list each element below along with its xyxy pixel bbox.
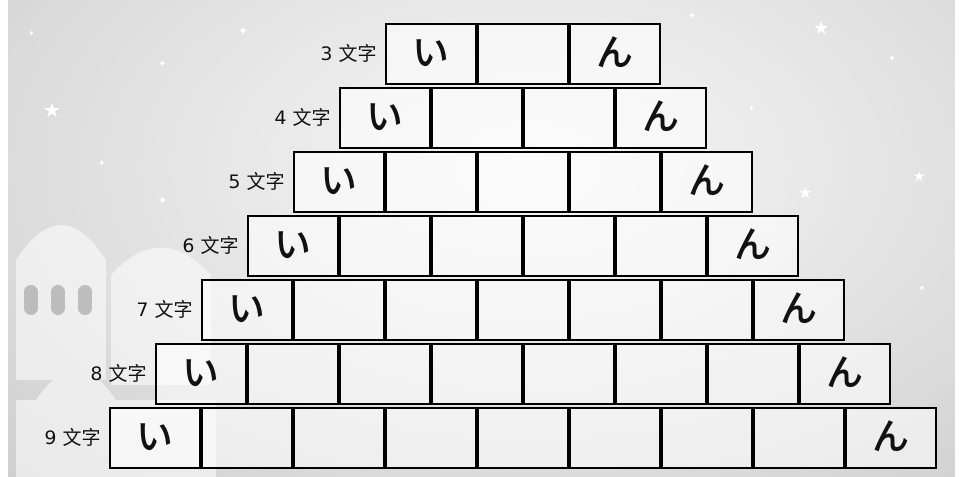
given-letter-cell: い: [201, 279, 293, 341]
star-icon: ✦: [158, 60, 166, 70]
given-letter-cell: ん: [753, 279, 845, 341]
given-letter-cell: ん: [615, 87, 707, 149]
blank-answer-cell[interactable]: [385, 407, 477, 469]
given-letter-cell: ん: [661, 151, 753, 213]
blank-answer-cell[interactable]: [385, 279, 477, 341]
blank-answer-cell[interactable]: [477, 279, 569, 341]
star-icon: ✦: [238, 25, 248, 37]
row-label: 8 文字: [37, 343, 147, 405]
blank-answer-cell[interactable]: [201, 407, 293, 469]
blank-answer-cell[interactable]: [523, 87, 615, 149]
blank-answer-cell[interactable]: [339, 215, 431, 277]
star-icon: ✦: [748, 105, 755, 113]
given-letter-cell: い: [385, 23, 477, 85]
crescent-moon-icon: [778, 62, 898, 172]
star-icon: ✦: [688, 12, 696, 22]
row-label: 9 文字: [0, 407, 101, 469]
star-icon: ✦: [918, 285, 926, 294]
given-letter-cell: い: [247, 215, 339, 277]
given-letter-cell: い: [109, 407, 201, 469]
blank-answer-cell[interactable]: [569, 151, 661, 213]
blank-answer-cell[interactable]: [431, 87, 523, 149]
star-icon: ★: [813, 20, 829, 38]
blank-answer-cell[interactable]: [477, 407, 569, 469]
blank-answer-cell[interactable]: [339, 343, 431, 405]
row-label: 7 文字: [83, 279, 193, 341]
blank-answer-cell[interactable]: [247, 343, 339, 405]
given-letter-cell: い: [339, 87, 431, 149]
star-icon: ★: [43, 100, 61, 120]
star-icon: ★: [913, 170, 926, 184]
row-label: 6 文字: [129, 215, 239, 277]
row-label: 3 文字: [267, 23, 377, 85]
blank-answer-cell[interactable]: [615, 343, 707, 405]
star-icon: ★: [798, 185, 812, 201]
blank-answer-cell[interactable]: [523, 343, 615, 405]
blank-answer-cell[interactable]: [293, 407, 385, 469]
given-letter-cell: ん: [799, 343, 891, 405]
given-letter-cell: い: [155, 343, 247, 405]
blank-answer-cell[interactable]: [431, 343, 523, 405]
blank-answer-cell[interactable]: [385, 151, 477, 213]
blank-answer-cell[interactable]: [661, 407, 753, 469]
blank-answer-cell[interactable]: [569, 279, 661, 341]
star-icon: ✦: [28, 30, 35, 38]
blank-answer-cell[interactable]: [615, 215, 707, 277]
row-label: 4 文字: [221, 87, 331, 149]
blank-answer-cell[interactable]: [753, 407, 845, 469]
blank-answer-cell[interactable]: [477, 151, 569, 213]
blank-answer-cell[interactable]: [431, 215, 523, 277]
given-letter-cell: ん: [707, 215, 799, 277]
blank-answer-cell[interactable]: [661, 279, 753, 341]
given-letter-cell: ん: [845, 407, 937, 469]
row-label: 5 文字: [175, 151, 285, 213]
blank-answer-cell[interactable]: [569, 407, 661, 469]
blank-answer-cell[interactable]: [477, 23, 569, 85]
given-letter-cell: い: [293, 151, 385, 213]
blank-answer-cell[interactable]: [523, 215, 615, 277]
blank-answer-cell[interactable]: [293, 279, 385, 341]
star-icon: ✦: [98, 160, 106, 169]
given-letter-cell: ん: [569, 23, 661, 85]
blank-answer-cell[interactable]: [707, 343, 799, 405]
